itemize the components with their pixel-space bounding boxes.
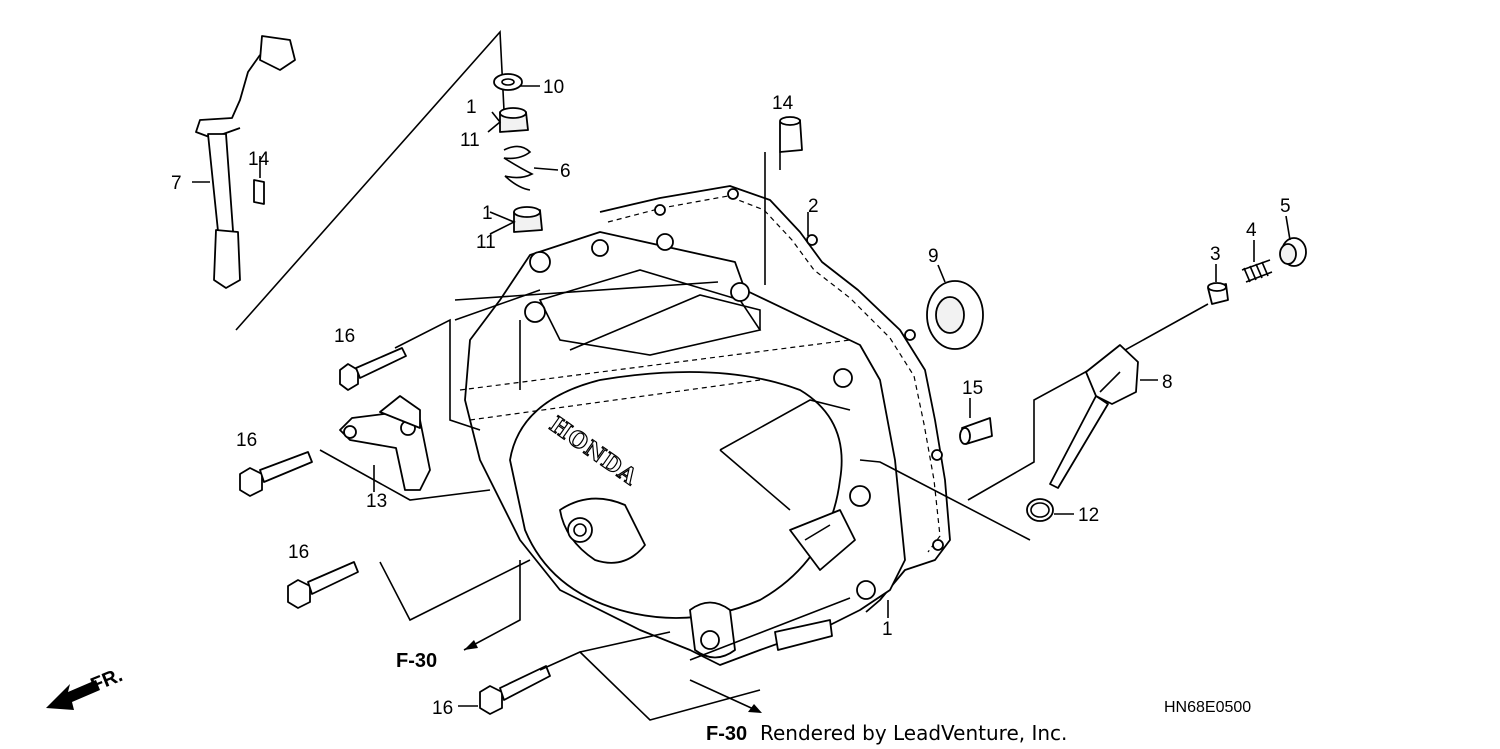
diagram-code: HN68E0500 [1164, 699, 1251, 716]
dowel-pin-part-14-upper[interactable] [779, 116, 803, 153]
callout-16-d: 16 [432, 698, 453, 719]
pin-part-15[interactable] [253, 179, 265, 205]
flange-bolt-part-16-b[interactable] [239, 451, 313, 497]
callout-2: 2 [808, 196, 819, 217]
credit-text: Rendered by LeadVenture, Inc. [760, 721, 1067, 745]
callout-6: 8 [1162, 372, 1173, 393]
callout-labels: 10 1 11 6 1 11 7 14 14 2 9 3 4 5 8 15 12… [171, 77, 1291, 719]
callout-7: 7 [171, 173, 182, 194]
callout-3: 3 [1210, 244, 1221, 265]
callout-16-a: 16 [334, 326, 355, 347]
front-marker-label: FR. [88, 664, 126, 696]
callout-4: 4 [1246, 220, 1257, 241]
bolt-part-3[interactable] [1207, 282, 1229, 305]
dipstick-leader [967, 374, 1081, 501]
spring-part-8[interactable] [503, 145, 534, 191]
reference-arrow-bottom [689, 679, 762, 713]
reference-arrow-left [463, 560, 521, 651]
o-ring-part-13[interactable] [1026, 498, 1054, 522]
callout-5: 5 [1280, 196, 1291, 217]
front-arrow-icon [46, 680, 100, 710]
bearing-part-10[interactable] [926, 280, 984, 350]
oring-leader [859, 459, 1031, 541]
callout-1-upper: 1 [466, 97, 477, 118]
flange-bolt-part-16-c[interactable] [287, 561, 359, 609]
callout-16-b: 16 [236, 430, 257, 451]
callout-11-upper: 11 [460, 130, 480, 151]
dowel-pin-part-14-lower[interactable] [959, 417, 993, 445]
callout-1-lower: 1 [482, 203, 493, 224]
needle-bearing-part-11-lower[interactable] [513, 206, 543, 233]
callout-13: 12 [1078, 505, 1099, 526]
callout-10: 9 [928, 246, 939, 267]
callout-8: 6 [560, 161, 571, 182]
callout-14-lower: 15 [962, 378, 983, 399]
bracket-part-9[interactable] [339, 395, 431, 491]
callout-16-c: 16 [288, 542, 309, 563]
callout-11-lower: 11 [476, 232, 496, 253]
callout-12: 10 [543, 77, 564, 98]
reference-label-left: F-30 [396, 650, 437, 672]
oil-seal-part-12[interactable] [493, 73, 523, 91]
oil-level-dipstick-part-6[interactable] [1049, 344, 1139, 489]
flange-bolt-part-16-a[interactable] [339, 347, 407, 391]
callout-9: 13 [366, 491, 387, 512]
spring-part-4[interactable] [1241, 259, 1273, 283]
right-crankcase-cover-part-1[interactable]: HONDA [459, 231, 906, 666]
callout-1-cover: 1 [882, 619, 893, 640]
gearshift-spindle-part-7[interactable] [195, 35, 296, 289]
shift-assembly-leader [235, 30, 506, 331]
leader-lines [192, 85, 1291, 721]
cap-part-5[interactable] [1279, 237, 1307, 267]
reference-label-bottom: F-30 [706, 723, 747, 745]
callout-14-upper: 14 [772, 93, 794, 114]
callout-15: 14 [248, 149, 270, 170]
needle-bearing-part-11-upper[interactable] [499, 107, 529, 133]
flange-bolt-part-16-d[interactable] [479, 665, 551, 715]
